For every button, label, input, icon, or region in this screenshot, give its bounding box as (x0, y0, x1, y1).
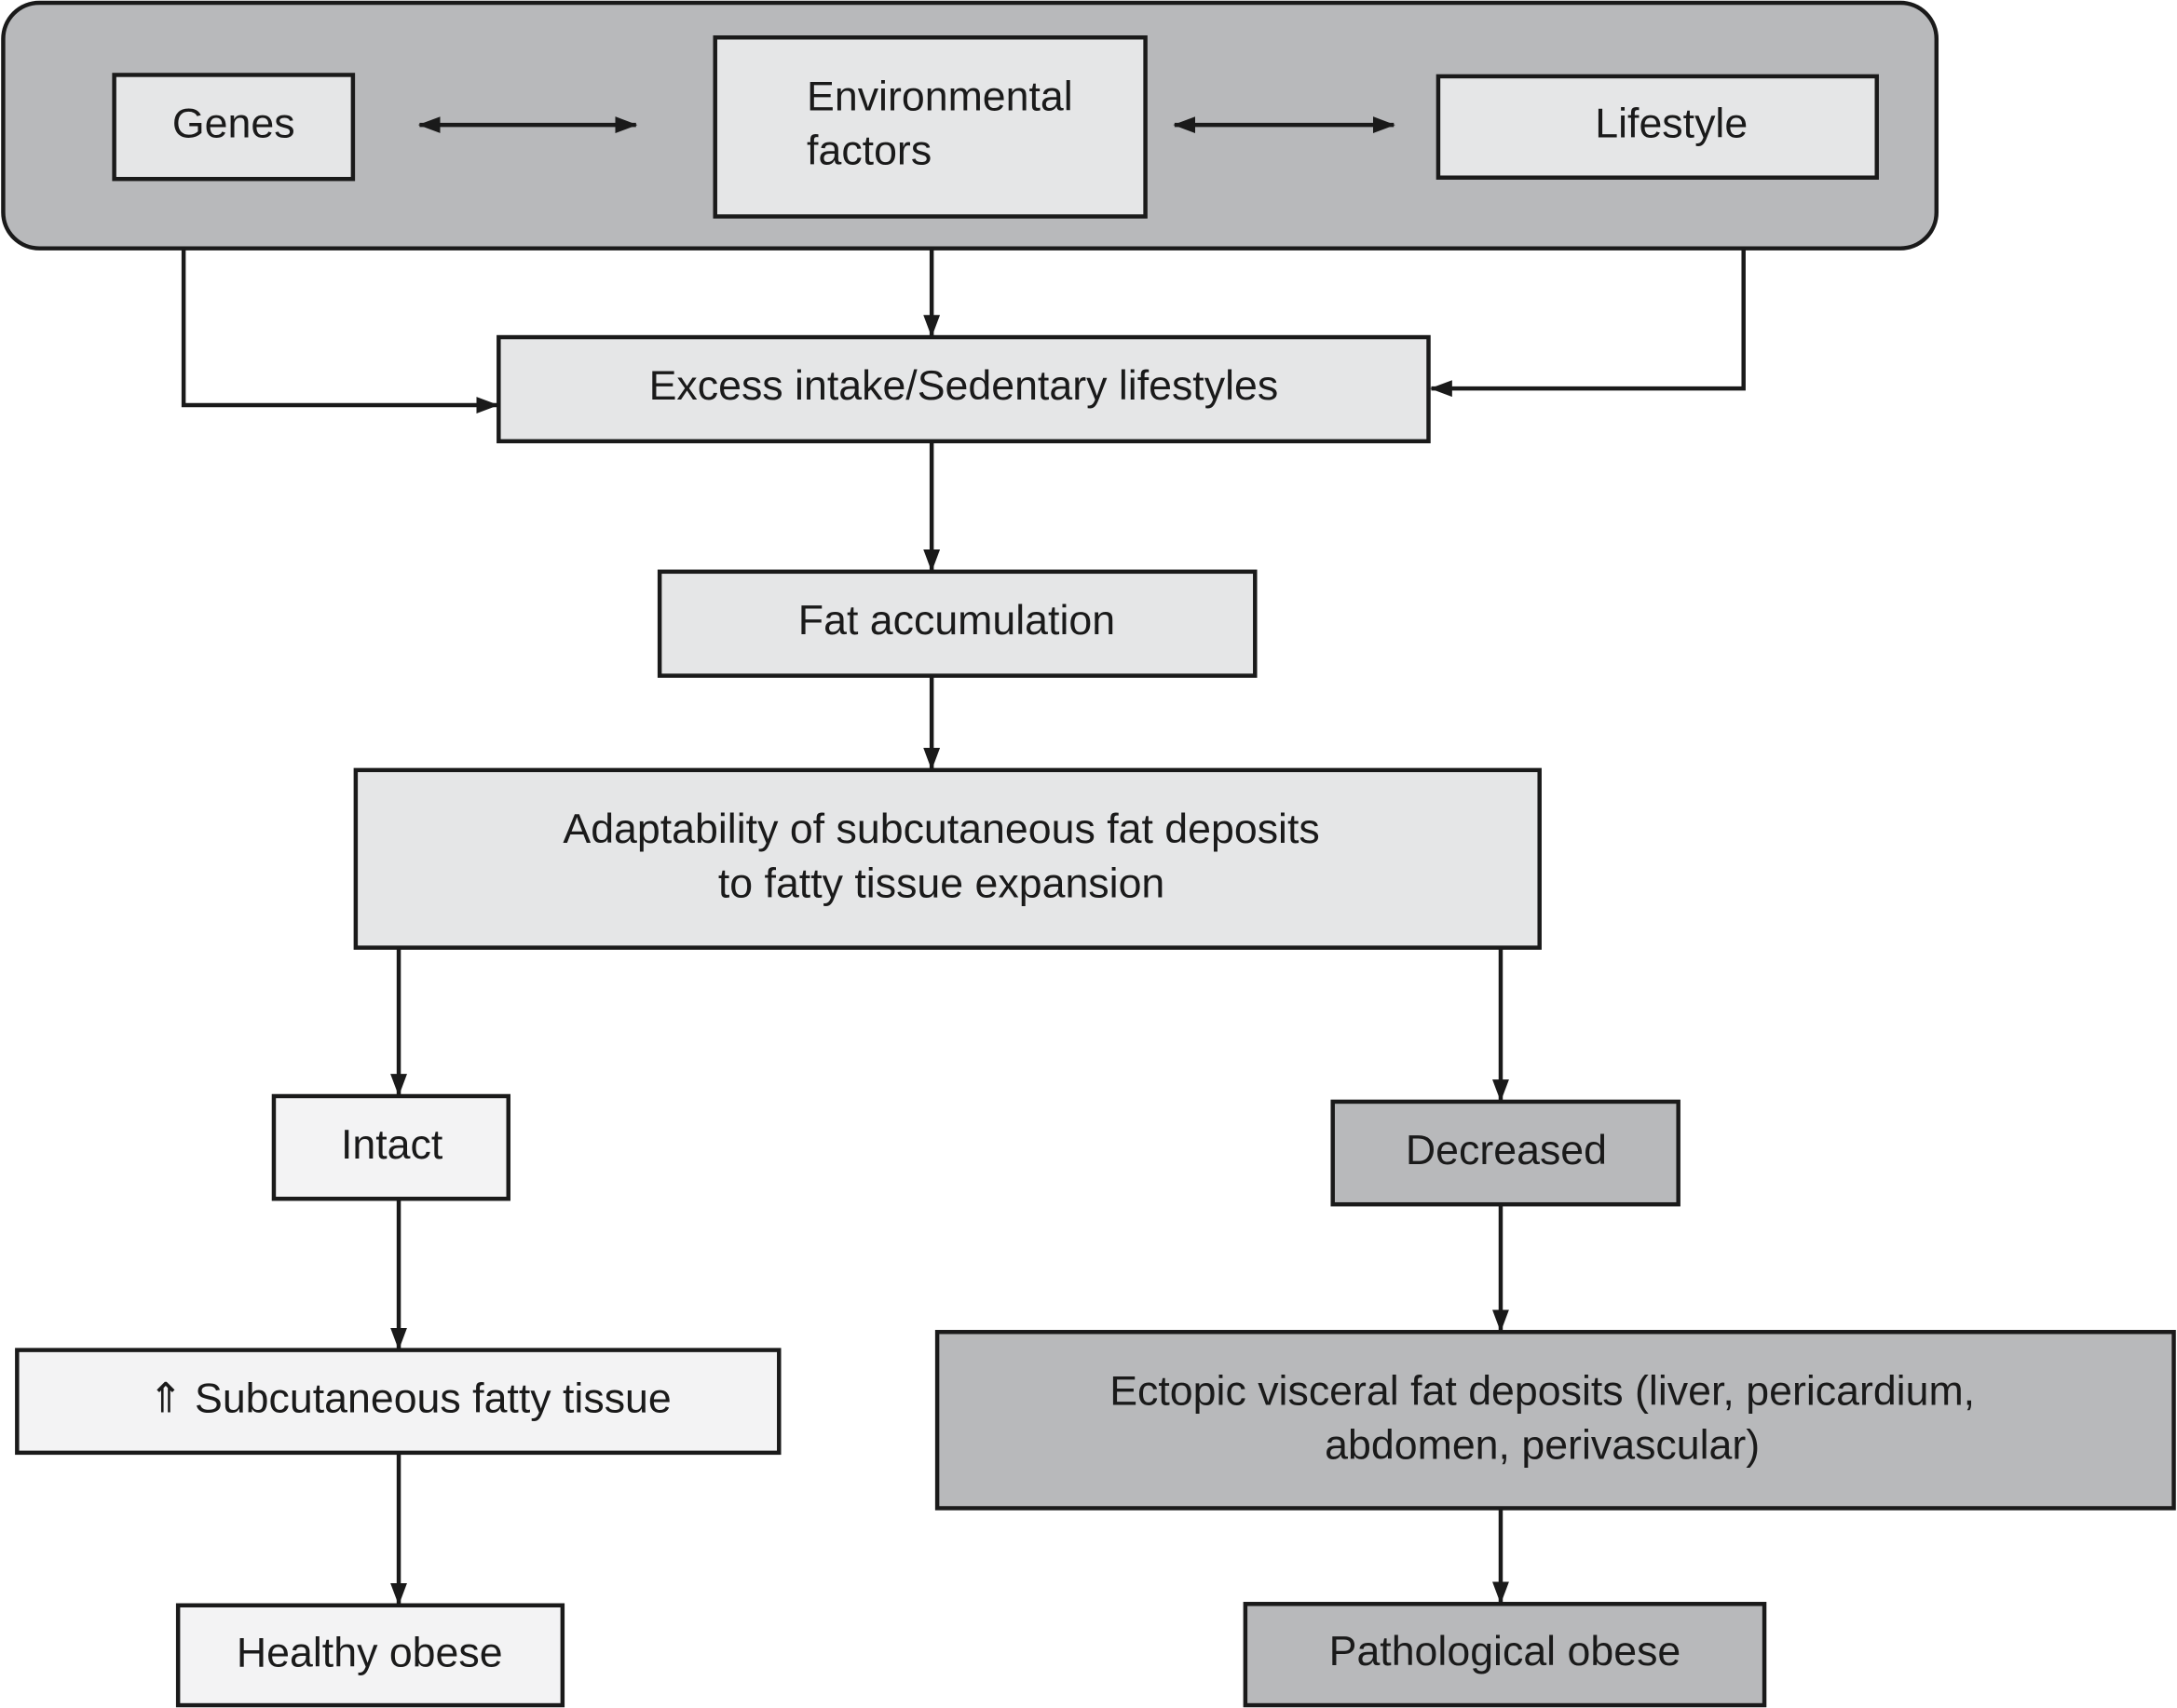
node-intact-label: Intact (341, 1122, 443, 1168)
node-lifestyle: Lifestyle (1435, 74, 1879, 180)
label-line: factors (807, 128, 932, 173)
node-adaptability-label: Adaptability of subcutaneous fat deposit… (563, 807, 1319, 906)
node-ectopic-visceral: Ectopic visceral fat deposits (liver, pe… (934, 1330, 2176, 1511)
node-pathological-obese-label: Pathological obese (1329, 1629, 1681, 1674)
node-ectopic-visceral-label: Ectopic visceral fat deposits (liver, pe… (1109, 1368, 1975, 1468)
label-line: to fatty tissue expansion (718, 861, 1164, 906)
node-healthy-obese-label: Healthy obese (237, 1630, 503, 1675)
node-fat-accumulation: Fat accumulation (657, 569, 1258, 678)
label-line: Healthy obese (237, 1630, 503, 1675)
node-lifestyle-label: Lifestyle (1595, 101, 1748, 146)
node-environmental-factors-label: Environmental factors (807, 74, 1073, 173)
node-intact: Intact (271, 1093, 510, 1201)
node-healthy-obese: Healthy obese (175, 1603, 565, 1708)
node-excess-intake: Excess intake/Sedentary lifestyles (497, 334, 1431, 444)
node-decreased-label: Decreased (1406, 1128, 1607, 1173)
node-genes-label: Genes (172, 101, 295, 146)
node-decreased: Decreased (1330, 1099, 1680, 1207)
label-line: Fat accumulation (798, 598, 1115, 644)
label-line: Intact (341, 1122, 443, 1168)
label-line: Lifestyle (1595, 101, 1748, 146)
label-line: Pathological obese (1329, 1629, 1681, 1674)
node-pathological-obese: Pathological obese (1243, 1602, 1767, 1708)
label-line: abdomen, perivascular) (1325, 1422, 1760, 1468)
label-line: Ectopic visceral fat deposits (liver, pe… (1109, 1368, 1975, 1414)
node-excess-intake-label: Excess intake/Sedentary lifestyles (649, 363, 1279, 409)
node-fat-accumulation-label: Fat accumulation (798, 598, 1115, 644)
label-line: Environmental (807, 74, 1073, 119)
edge-genes-to-excess (181, 250, 499, 413)
label-line: Decreased (1406, 1128, 1607, 1173)
node-subcutaneous-fatty-tissue: ⇑ Subcutaneous fatty tissue (15, 1348, 782, 1456)
node-genes: Genes (112, 73, 356, 182)
label-line: Adaptability of subcutaneous fat deposit… (563, 807, 1319, 852)
label-line: ⇑ Subcutaneous fatty tissue (148, 1376, 672, 1422)
edges (181, 116, 1746, 1606)
node-subcutaneous-fatty-tissue-label: ⇑ Subcutaneous fatty tissue (148, 1376, 672, 1422)
node-adaptability: Adaptability of subcutaneous fat deposit… (353, 767, 1542, 950)
node-environmental-factors: Environmental factors (713, 34, 1148, 219)
label-line: Excess intake/Sedentary lifestyles (649, 363, 1279, 409)
label-line: Genes (172, 101, 295, 146)
edge-lifestyle-to-excess (1430, 250, 1746, 398)
